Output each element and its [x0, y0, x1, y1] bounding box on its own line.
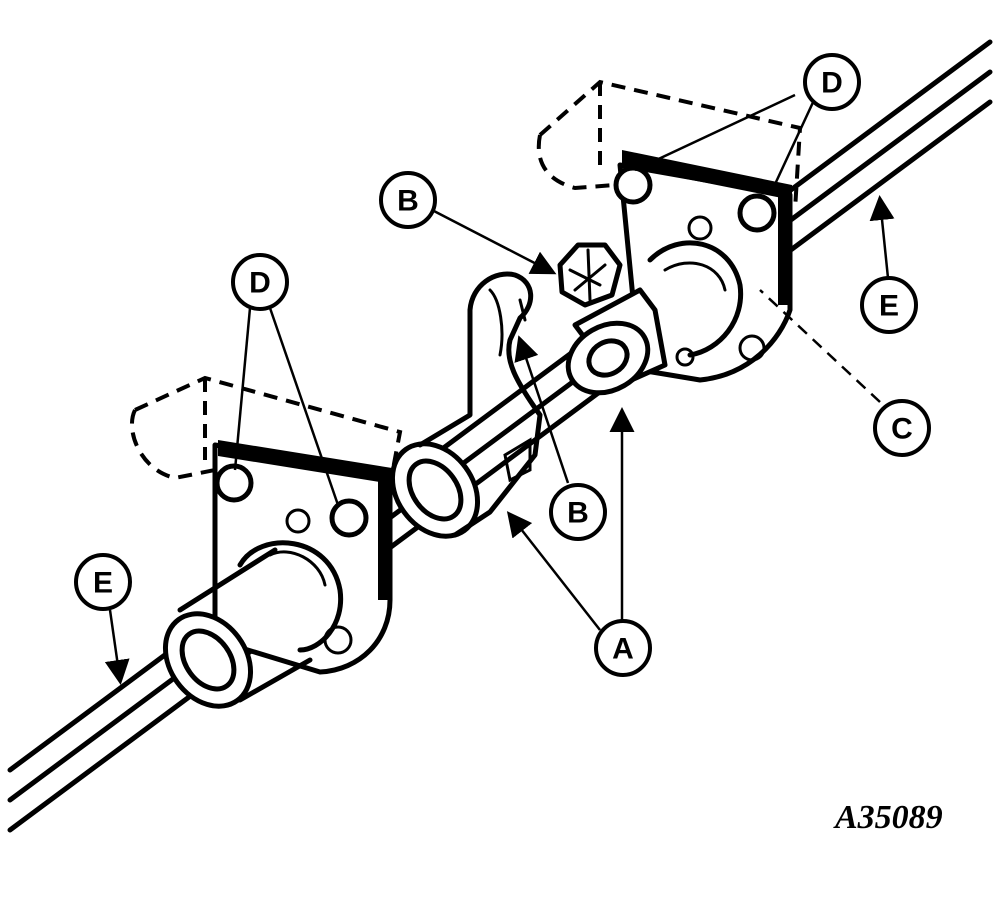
right-bracket	[536, 79, 803, 396]
figure-id: A35089	[833, 799, 943, 836]
left-bracket	[129, 375, 403, 709]
callout-d-left-label: D	[249, 267, 271, 300]
lever-arm	[389, 271, 543, 539]
callout-c: C	[873, 399, 931, 457]
callout-a: A	[594, 619, 652, 677]
callout-b-lower: B	[549, 483, 607, 541]
callout-e-right-label: E	[879, 290, 899, 323]
callout-b-upper: B	[379, 171, 437, 229]
callout-d-left: D	[231, 253, 289, 311]
callout-e-right: E	[860, 276, 918, 334]
callout-e-left-label: E	[93, 567, 113, 600]
shaft	[7, 39, 993, 833]
callout-a-label: A	[612, 633, 634, 666]
leader-lines	[104, 93, 895, 685]
callout-b-lower-label: B	[567, 497, 589, 530]
callout-c-label: C	[891, 413, 913, 446]
callout-b-upper-label: B	[397, 185, 419, 218]
callout-d-right: D	[803, 53, 861, 111]
callout-d-right-label: D	[821, 67, 843, 100]
callout-e-left: E	[74, 553, 132, 611]
